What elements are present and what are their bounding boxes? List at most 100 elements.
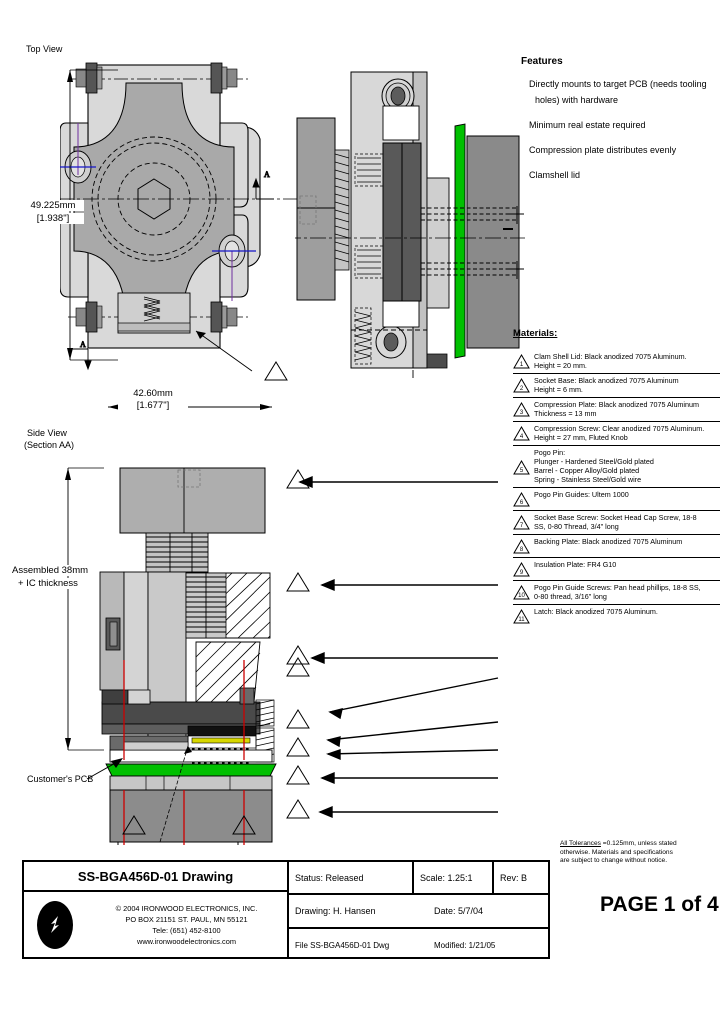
- side-view-bottom-triangles: [122, 815, 256, 835]
- file-field: File SS-BGA456D-01 Dwg: [295, 940, 390, 950]
- features-title: Features: [521, 56, 563, 67]
- side-view-sublabel: (Section AA): [24, 440, 75, 450]
- feature-item-3: Compression plate distributes evenly: [529, 145, 677, 155]
- company-address: © 2004 IRONWOOD ELECTRONICS, INC. PO BOX…: [86, 903, 287, 947]
- material-row: 7 Socket Base Screw: Socket Head Cap Scr…: [513, 511, 720, 535]
- side-view-callout-triangles: [286, 469, 310, 819]
- side-section-drawing: [99, 467, 277, 845]
- material-row: 3 Compression Plate: Black anodized 7075…: [513, 398, 720, 422]
- tolerance-note-line3: are subject to change without notice.: [560, 857, 668, 865]
- title-block-left: SS-BGA456D-01 Drawing © 2004 IRONWOOD EL…: [24, 862, 289, 957]
- drawing-by-field: Drawing: H. Hansen: [295, 906, 376, 916]
- company-website[interactable]: www.ironwoodelectronics.com: [137, 937, 236, 946]
- svg-text:6: 6: [520, 500, 524, 506]
- material-row: 4 Compression Screw: Clear anodized 7075…: [513, 422, 720, 446]
- drawing-title: SS-BGA456D-01 Drawing: [24, 862, 287, 892]
- company-info: © 2004 IRONWOOD ELECTRONICS, INC. PO BOX…: [24, 892, 287, 958]
- company-line-3: Tele: (651) 452-8100: [152, 926, 221, 935]
- top-view-label: Top View: [26, 44, 63, 54]
- tolerance-note-underlined: All Tolerances: [560, 840, 601, 847]
- title-block-row-file: File SS-BGA456D-01 Dwg Modified: 1/21/05: [289, 929, 548, 961]
- material-row: 6 Pogo Pin Guides: Ultem 1000: [513, 488, 720, 511]
- side-view-callout-leaders: [298, 475, 499, 819]
- material-text: Latch: Black anodized 7075 Aluminum.: [534, 607, 658, 616]
- callout-triangle-2-icon: 2: [513, 376, 530, 393]
- width-dimension-in: [1.677"]: [118, 400, 188, 411]
- material-text: Pogo Pin Guide Screws: Pan head phillips…: [534, 583, 701, 601]
- callout-triangle-9-icon: 9: [513, 560, 530, 577]
- svg-text:10: 10: [518, 593, 525, 599]
- feature-item-1: Directly mounts to target PCB (needs too…: [529, 79, 707, 89]
- height-dimension-mm: 49.225mm: [22, 200, 84, 211]
- svg-text:2: 2: [520, 386, 524, 392]
- date-field: Date: 5/7/04: [434, 906, 484, 916]
- material-row: 2 Socket Base: Black anodized 7075 Alumi…: [513, 374, 720, 398]
- svg-text:1: 1: [520, 362, 524, 368]
- material-text: Clam Shell Lid: Black anodized 7075 Alum…: [534, 352, 687, 370]
- callout-triangle-6-icon: 6: [513, 490, 530, 507]
- front-view-drawing: [295, 71, 525, 378]
- material-text: Socket Base: Black anodized 7075 Aluminu…: [534, 376, 679, 394]
- status-field: Status: Released: [289, 862, 414, 893]
- assembled-height-line2: + IC thickness: [18, 578, 110, 589]
- callout-triangle-10-icon: 10: [513, 583, 530, 600]
- material-row: 8 Backing Plate: Black anodized 7075 Alu…: [513, 535, 720, 558]
- assembled-height-dimension: [65, 467, 104, 751]
- callout-triangle-7-icon: 7: [513, 513, 530, 530]
- title-block: SS-BGA456D-01 Drawing © 2004 IRONWOOD EL…: [22, 860, 550, 959]
- features-block: Features Directly mounts to target PCB (…: [521, 56, 720, 194]
- feature-item-1-cont: holes) with hardware: [535, 95, 619, 105]
- callout-triangle-8-icon: 8: [513, 537, 530, 554]
- feature-item-4: Clamshell lid: [529, 170, 581, 180]
- material-text: Insulation Plate: FR4 G10: [534, 560, 617, 569]
- material-row: 11 Latch: Black anodized 7075 Aluminum.: [513, 605, 720, 627]
- title-block-right: Status: Released Scale: 1.25:1 Rev: B Dr…: [289, 862, 548, 957]
- assembled-height-line1: Assembled 38mm: [12, 565, 104, 576]
- material-text: Pogo Pin: Plunger - Hardened Steel/Gold …: [534, 448, 654, 484]
- materials-block: Materials: 1 Clam Shell Lid: Black anodi…: [513, 328, 720, 627]
- callout-triangle-4-icon: 4: [513, 424, 530, 441]
- svg-text:8: 8: [520, 547, 524, 553]
- tolerance-note-rest: =0.125mm, unless stated: [600, 840, 677, 847]
- material-text: Compression Screw: Clear anodized 7075 A…: [534, 424, 705, 442]
- title-block-row-status: Status: Released Scale: 1.25:1 Rev: B: [289, 862, 548, 895]
- tolerance-note-line2: otherwise. Materials and specifications: [560, 848, 673, 856]
- scale-field: Scale: 1.25:1: [414, 862, 494, 893]
- material-text: Compression Plate: Black anodized 7075 A…: [534, 400, 700, 418]
- material-text: Socket Base Screw: Socket Head Cap Screw…: [534, 513, 697, 531]
- material-text: Pogo Pin Guides: Ultem 1000: [534, 490, 629, 499]
- svg-text:3: 3: [520, 410, 524, 416]
- svg-text:A: A: [264, 170, 270, 179]
- materials-title: Materials:: [513, 328, 558, 339]
- page-number: PAGE 1 of 4: [600, 893, 719, 916]
- company-line-1: © 2004 IRONWOOD ELECTRONICS, INC.: [115, 904, 258, 913]
- tolerance-note-line1: All Tolerances =0.125mm, unless stated: [560, 840, 718, 849]
- svg-text:9: 9: [520, 570, 524, 576]
- title-block-row-drawing: Drawing: H. Hansen Date: 5/7/04: [289, 895, 548, 929]
- svg-text:A: A: [80, 340, 86, 349]
- top-view-drawing: A A: [60, 62, 306, 372]
- feature-leader-dash: [503, 228, 513, 230]
- material-row: 1 Clam Shell Lid: Black anodized 7075 Al…: [513, 350, 720, 374]
- rev-field: Rev: B: [500, 872, 528, 883]
- material-text: Backing Plate: Black anodized 7075 Alumi…: [534, 537, 683, 546]
- svg-text:7: 7: [520, 523, 524, 529]
- company-line-2: PO BOX 21151 ST. PAUL, MN 55121: [125, 915, 248, 924]
- tolerance-note: All Tolerances =0.125mm, unless stated o…: [560, 840, 718, 866]
- top-view-callout-triangle: [264, 361, 288, 381]
- modified-field: Modified: 1/21/05: [434, 940, 496, 950]
- feature-item-2: Minimum real estate required: [529, 120, 646, 130]
- callout-triangle-3-icon: 3: [513, 400, 530, 417]
- side-view-label: Side View: [27, 428, 67, 438]
- customer-pcb-arrow: [86, 758, 123, 780]
- width-dimension-mm: 42.60mm: [118, 388, 188, 399]
- customer-pcb-label: Customer's PCB: [27, 774, 94, 784]
- material-row: 10 Pogo Pin Guide Screws: Pan head phill…: [513, 581, 720, 605]
- material-row: 5 Pogo Pin: Plunger - Hardened Steel/Gol…: [513, 446, 720, 488]
- ironwood-logo-icon: [24, 899, 86, 951]
- svg-text:4: 4: [520, 434, 524, 440]
- callout-triangle-11-icon: 11: [513, 607, 530, 624]
- material-row: 9 Insulation Plate: FR4 G10: [513, 558, 720, 581]
- callout-triangle-1-icon: 1: [513, 352, 530, 369]
